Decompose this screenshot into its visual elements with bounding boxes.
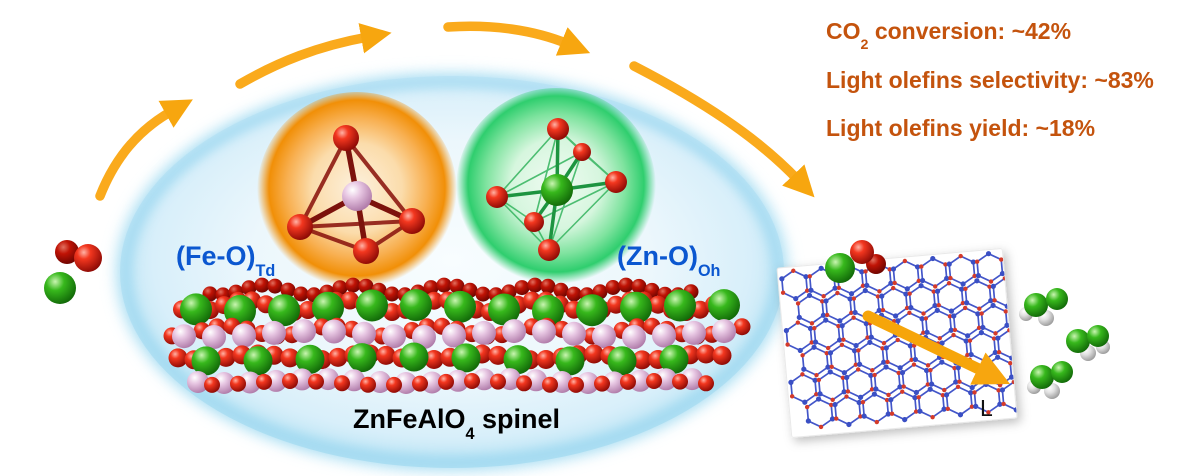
performance-stats: CO2 conversion: ~42% Light olefins selec… [826,12,1154,158]
zn-o-octahedron-icon [456,88,656,288]
reaction-pathway-arrows [95,21,815,201]
catalyst-name-label: ZnFeAlO4 spinel [353,404,561,444]
product-arrow-icon [862,310,1011,385]
reaction-arrow-icon [235,23,392,89]
olefin-molecule [1066,325,1110,361]
light-olefin-molecules [1019,288,1110,399]
olefin-molecule [1027,361,1073,399]
fe-o-tetrahedron-icon [257,92,457,292]
adsorbed-molecule [825,240,886,283]
reaction-arrow-icon [95,99,193,201]
fe-o-site-label: (Fe-O)Td [176,241,276,281]
olefin-yield-stat: Light olefins yield: ~18% [826,115,1096,142]
co2-molecule [44,240,102,304]
zn-o-site-label: (Zn-O)Oh [617,241,721,281]
co2-conversion-stat: CO2 conversion: ~42% [826,18,1072,53]
reaction-arrow-icon [629,61,815,198]
spinel-slab [163,277,751,394]
zeolite-framework-icon [779,251,1017,430]
cropped-label-letter: L [980,395,993,421]
zeolite-panel [776,248,1018,438]
olefin-selectivity-stat: Light olefins selectivity: ~83% [826,66,1154,93]
reaction-arrow-icon [443,21,591,56]
olefin-molecule [1019,288,1068,326]
